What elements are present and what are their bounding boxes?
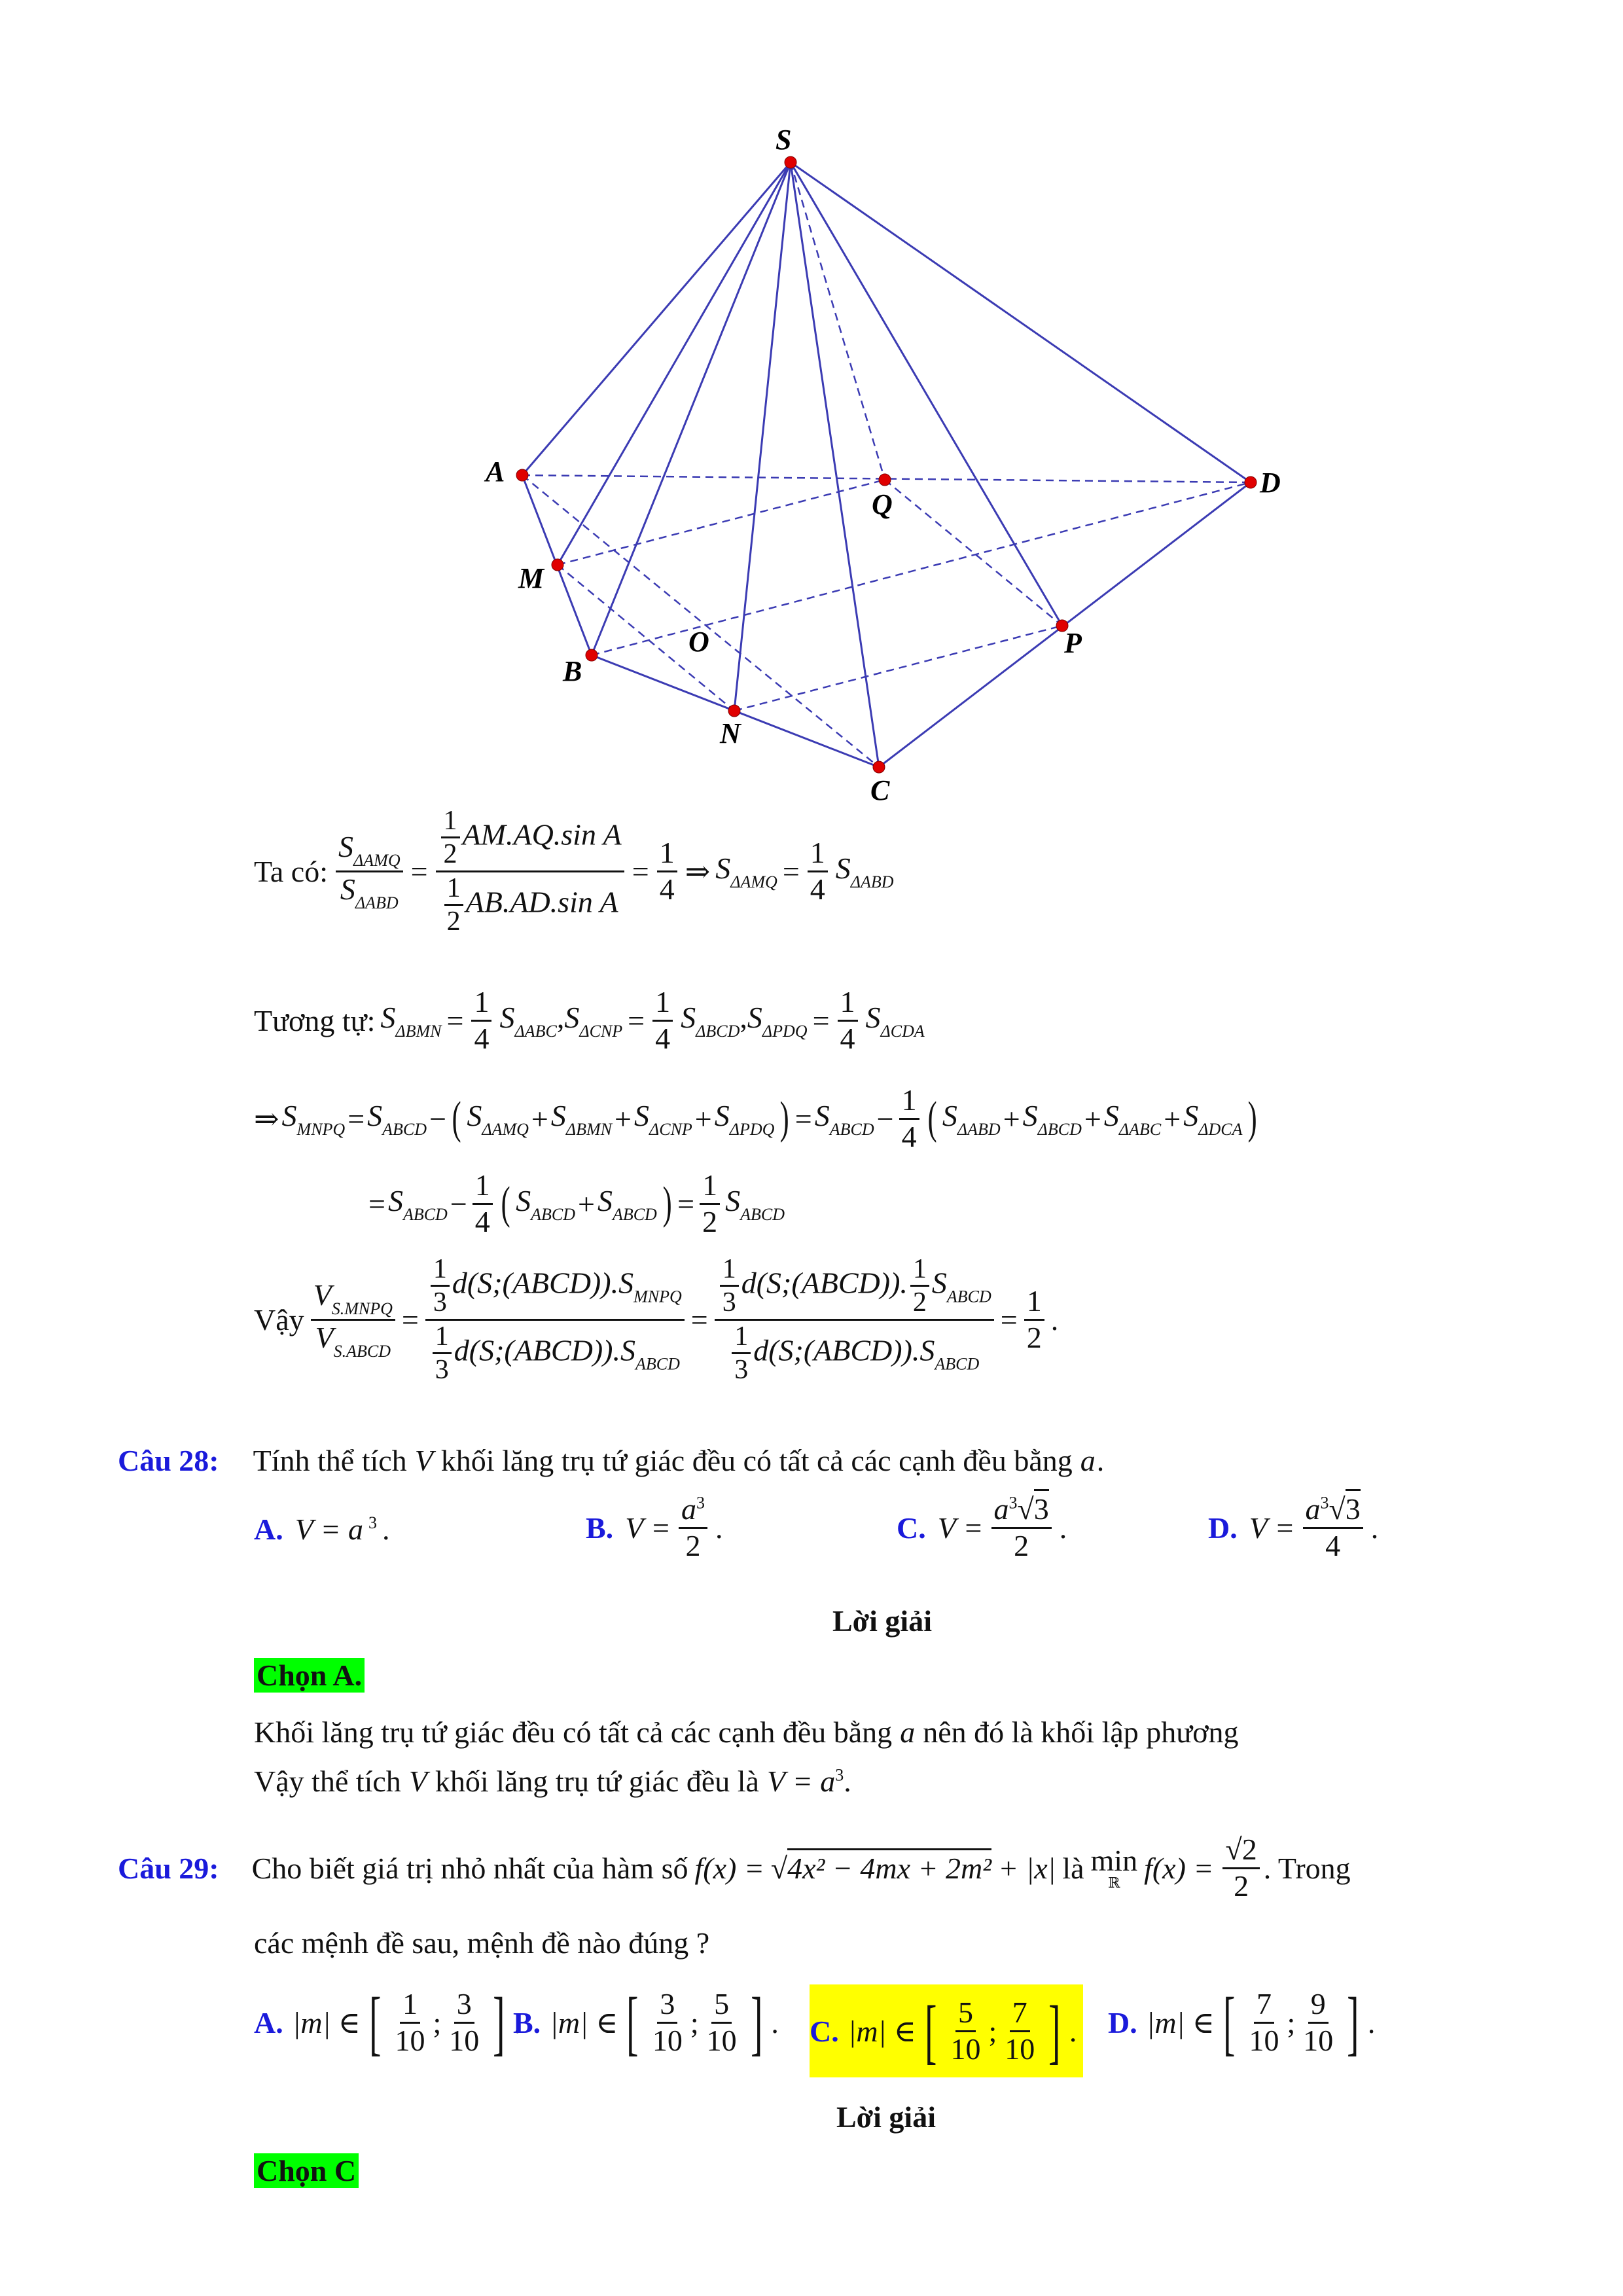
label-M: M [518, 562, 545, 594]
edge-SC [789, 162, 880, 768]
q28-explanation-1: Khối lăng trụ tứ giác đều có tất cả các … [254, 1715, 1239, 1749]
q28-answer: Chọn A. [254, 1658, 365, 1693]
point-N [728, 704, 741, 717]
edge-QP [884, 479, 1063, 626]
q29-solution-title: Lời giải [836, 2100, 936, 2134]
label-N: N [719, 717, 742, 749]
edge-SM [556, 162, 792, 565]
label-C: C [870, 774, 890, 806]
solution-line-mnpq: ⇒ SMNPQ= SABCD− ( SΔAMQ+ SΔBMN+ SΔCNP+ S… [254, 1083, 1258, 1153]
label-D: D [1259, 467, 1281, 499]
edge-MQ [557, 478, 885, 566]
edge-SA [521, 162, 792, 476]
question-29: Câu 29: Cho biết giá trị nhỏ nhất của hà… [118, 1833, 1351, 1903]
label-A: A [484, 456, 505, 488]
edge-SP [789, 162, 1063, 626]
point-C [872, 761, 885, 774]
edge-SN [733, 162, 792, 711]
question-label: Câu 28: [118, 1444, 219, 1477]
edge-SQ [789, 162, 886, 480]
label-O: O [688, 626, 709, 658]
ratio-fraction: SΔAMQ SΔABD [336, 830, 403, 913]
point-A [516, 469, 529, 482]
edge-AD [522, 474, 1251, 484]
q29-line-2: các mệnh đề sau, mệnh đề nào đúng ? [254, 1926, 710, 1960]
edge-AC [522, 475, 880, 768]
point-M [551, 558, 564, 571]
edge-SB [590, 162, 792, 656]
point-S [784, 156, 797, 169]
point-Q [878, 473, 891, 486]
point-P [1056, 619, 1069, 632]
edge-SD [790, 161, 1251, 484]
label-B: B [562, 655, 582, 687]
q28-solution-title: Lời giải [832, 1604, 932, 1638]
label-S: S [776, 124, 791, 156]
point-B [585, 649, 598, 662]
point-D [1244, 476, 1257, 489]
edge-NP [734, 624, 1063, 712]
edge-MN [557, 564, 735, 711]
question-label: Câu 29: [118, 1851, 219, 1885]
label-Q: Q [872, 488, 893, 520]
prefix: Ta có: [254, 854, 329, 888]
edge-BD [591, 481, 1251, 656]
label-P: P [1063, 627, 1082, 659]
q29-answer: Chọn C [254, 2153, 359, 2188]
pyramid-figure: S A D Q M O B N P C [484, 124, 1281, 806]
